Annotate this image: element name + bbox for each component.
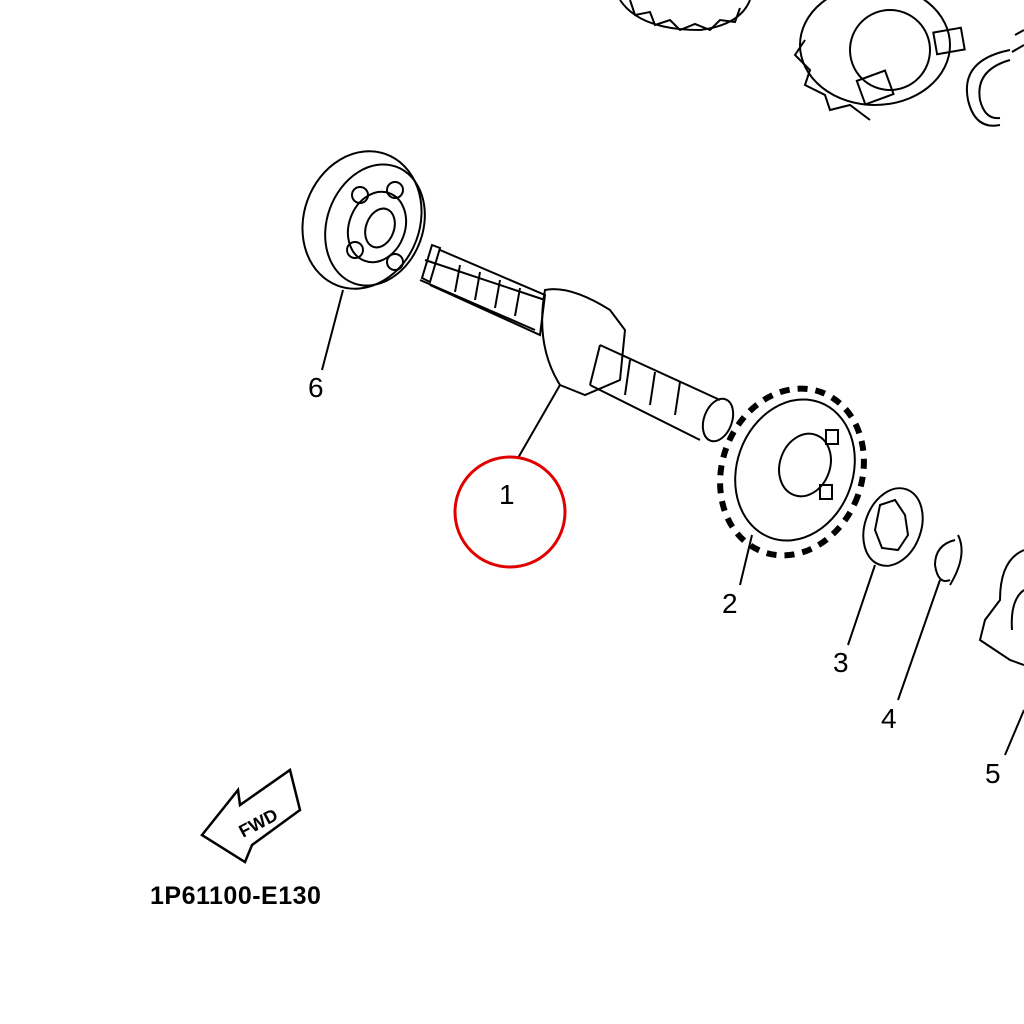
callout-1: 1 — [499, 479, 515, 510]
washer — [862, 487, 924, 567]
main-axle — [419, 243, 735, 443]
highlight-circle — [453, 455, 567, 569]
callout-2: 2 — [722, 588, 738, 619]
callout-3: 3 — [833, 647, 849, 678]
bearing — [301, 150, 426, 290]
diagram-code: 1P61100-E130 — [150, 882, 322, 910]
top-gear-right — [793, 0, 966, 121]
gear-partial — [978, 549, 1024, 666]
top-circlip — [965, 29, 1024, 127]
callout-6: 6 — [308, 372, 324, 403]
leader-lines — [321, 289, 1024, 756]
top-gear-left — [619, 0, 751, 32]
circlip — [933, 534, 963, 586]
callout-4: 4 — [881, 703, 897, 734]
gear — [717, 385, 867, 559]
callout-5: 5 — [985, 758, 1001, 789]
fwd-arrow-icon: FWD — [200, 767, 302, 864]
